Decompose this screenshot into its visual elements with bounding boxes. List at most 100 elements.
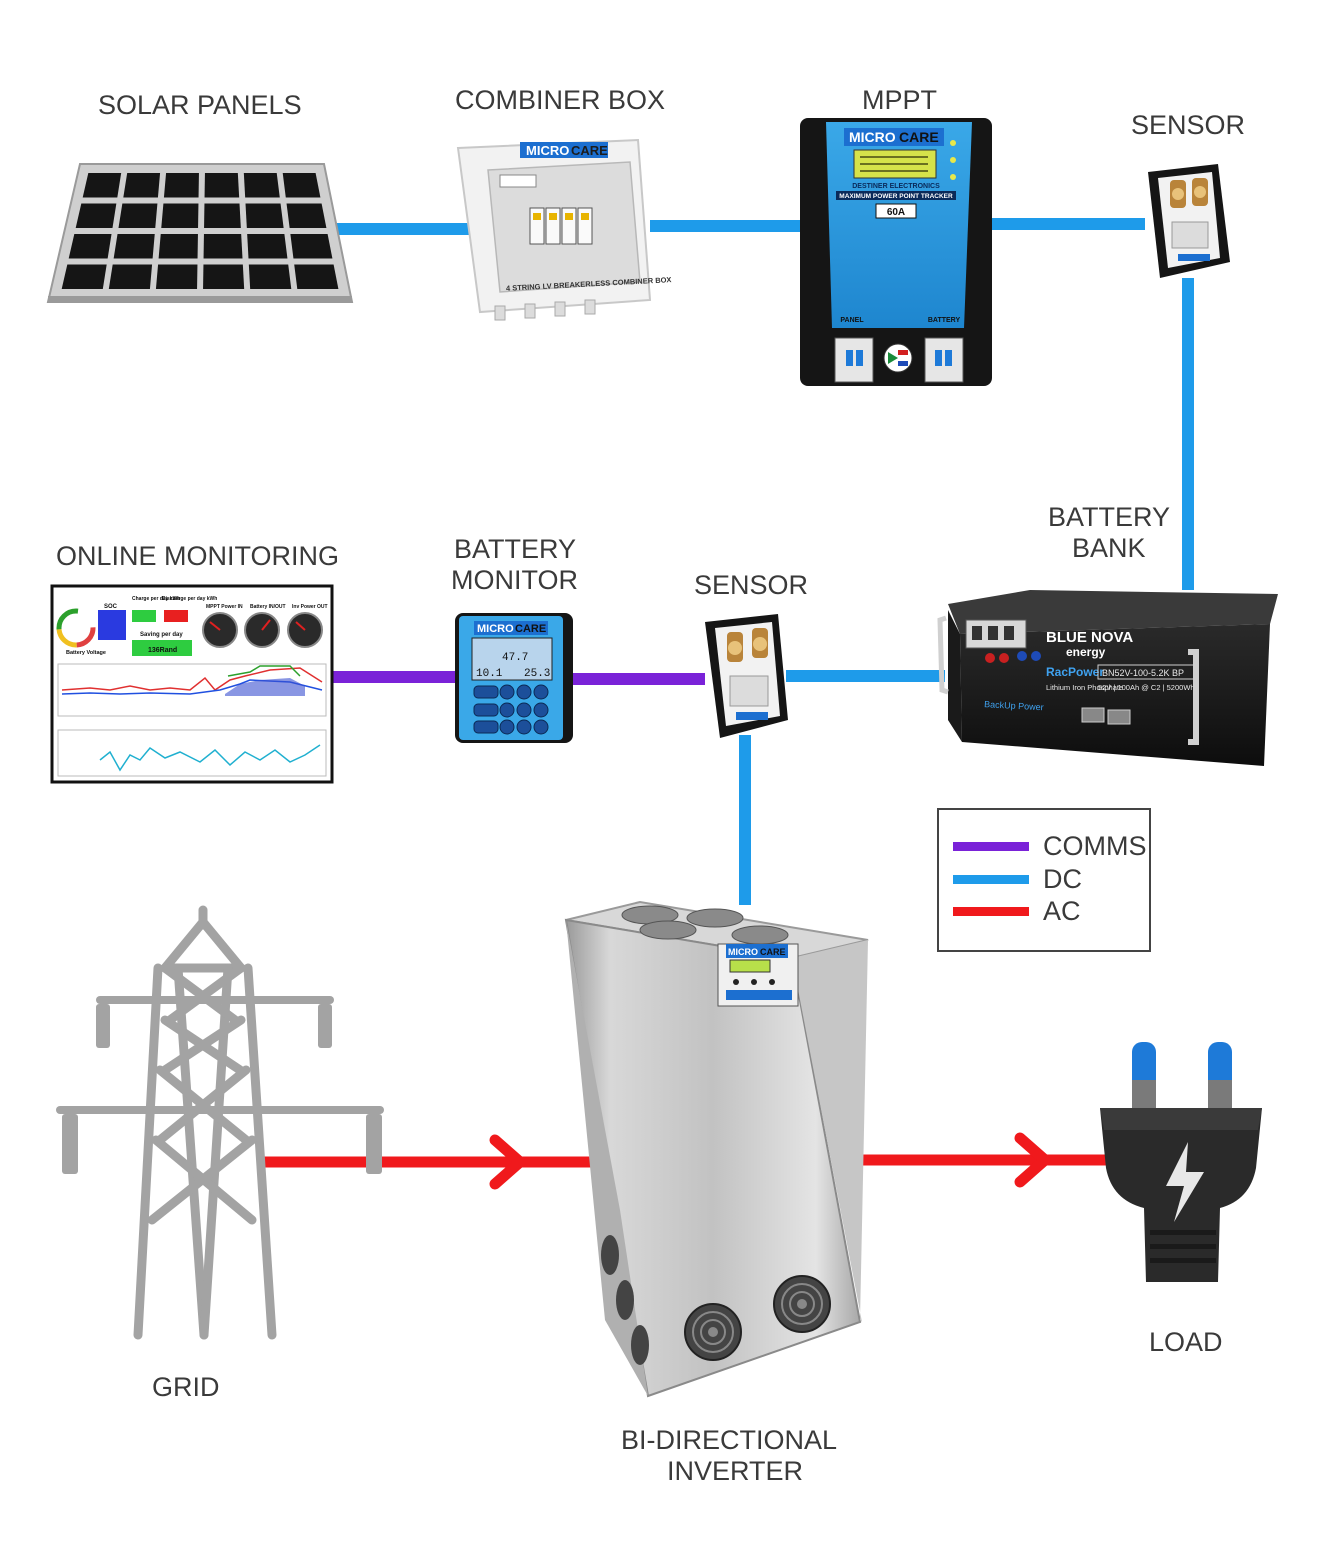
label-solar-panels: SOLAR PANELS: [98, 90, 302, 120]
inverter-fan-front-right: [773, 1275, 831, 1333]
ac-lines: [260, 1132, 1122, 1190]
label-mppt: MPPT: [862, 85, 938, 115]
solar-cell: [203, 264, 245, 289]
label-inverter-1: BI-DIRECTIONAL: [621, 1425, 838, 1455]
mppt-rating: 60A: [887, 207, 905, 218]
battery-chemistry: Lithium Iron Phosphate: [1046, 683, 1123, 692]
comms-lines: [330, 671, 705, 685]
legend-item-dc: DC: [953, 864, 1082, 894]
monitor-button: [516, 702, 532, 718]
legend-swatch-ac: [953, 906, 1029, 916]
monitor-button: [516, 719, 532, 735]
solar-cell: [290, 234, 333, 259]
monitor-button: [499, 719, 515, 735]
sensor-mid-icon: [705, 614, 788, 738]
solar-cell: [204, 203, 241, 228]
battery-monitor-icon: MICRO CARE 47.7 10.1 25.3: [455, 613, 573, 743]
legend-label-ac: AC: [1043, 895, 1081, 926]
inverter-icon: MICRO CARE: [564, 900, 869, 1398]
legend-item-ac: AC: [953, 896, 1081, 926]
solar-cell: [113, 234, 155, 259]
dash-inv: Inv Power OUT: [292, 604, 328, 610]
sensor-top-icon: [1148, 164, 1230, 278]
solar-cell: [161, 203, 199, 228]
dash-charge: Charge per day kWh: [132, 596, 180, 602]
label-online-monitoring: ONLINE MONITORING: [56, 541, 340, 571]
mppt-brand-care: CARE: [899, 129, 939, 145]
combiner-breakers: [529, 207, 593, 245]
dash-discharge: Discharge per day kWh: [162, 596, 217, 602]
solar-cell: [82, 173, 122, 198]
monitor-button: [533, 719, 549, 735]
monitor-button: [533, 702, 549, 718]
solar-cell: [68, 234, 112, 259]
label-sensor-top: SENSOR: [1131, 110, 1246, 140]
monitor-button: [499, 702, 515, 718]
solar-cell: [294, 264, 339, 289]
solar-cell: [123, 173, 161, 198]
battery-brand: BLUE NOVA: [1046, 629, 1133, 646]
dash-saving: Saving per day: [140, 632, 183, 638]
mppt-icon: MICRO CARE DESTINER ELECTRONICS MAXIMUM …: [800, 118, 992, 386]
solar-panel-icon: [46, 163, 354, 303]
monitor-button: [473, 720, 499, 734]
battery-backup: BackUp Power: [984, 699, 1044, 712]
label-sensor-mid: SENSOR: [694, 570, 809, 600]
solar-cell: [204, 173, 240, 198]
monitor-val-3: 25.3: [524, 668, 550, 680]
inverter-brand-care: CARE: [760, 947, 786, 957]
solar-cell: [108, 264, 153, 289]
mppt-maker: DESTINER ELECTRONICS: [852, 183, 940, 190]
inverter-brand-micro: MICRO: [728, 947, 758, 957]
solar-cell: [248, 264, 292, 289]
solar-cell: [158, 234, 198, 259]
solar-cell: [118, 203, 158, 228]
battery-bank-icon: BLUE NOVA energy RacPower BN52V-100-5.2K…: [937, 590, 1278, 766]
legend-label-dc: DC: [1043, 863, 1082, 894]
mppt-caption: MAXIMUM POWER POINT TRACKER: [839, 193, 953, 200]
combiner-box-icon: MICRO CARE 4 STRING LV BREAKERLESS COMBI…: [456, 138, 672, 321]
battery-spec: 52V | 100Ah @ C2 | 5200Wh: [1098, 683, 1195, 692]
monitor-button: [499, 684, 515, 700]
label-inverter-2: INVERTER: [667, 1456, 804, 1486]
label-load: LOAD: [1149, 1327, 1223, 1357]
solar-cell: [247, 234, 288, 259]
grid-pylon-icon: [56, 905, 384, 1340]
combiner-brand-care: CARE: [571, 143, 608, 158]
solar-cell: [61, 264, 107, 289]
solar-cell: [245, 203, 284, 228]
dash-soc: SOC: [104, 604, 118, 610]
solar-cell: [286, 203, 327, 228]
monitor-button: [533, 684, 549, 700]
ac-arrow-load: [1014, 1132, 1051, 1188]
monitor-val-2: 47.7: [502, 652, 528, 664]
legend-swatch-dc: [953, 874, 1029, 884]
label-battery-monitor-1: BATTERY: [454, 534, 577, 564]
monitor-button: [473, 703, 499, 717]
label-combiner-box: COMBINER BOX: [455, 85, 666, 115]
legend-item-comms: COMMS: [953, 831, 1147, 861]
solar-cell: [203, 234, 243, 259]
inverter-fan-front-left: [684, 1303, 742, 1361]
plug-load-icon: [1100, 1042, 1262, 1282]
dash-mppt: MPPT Power IN: [206, 604, 243, 610]
solar-cell: [75, 203, 117, 228]
mppt-panel-label: PANEL: [840, 317, 864, 324]
label-battery-monitor-2: MONITOR: [451, 565, 578, 595]
solar-cell: [243, 173, 280, 198]
dash-battery: Battery IN/OUT: [250, 604, 286, 610]
mppt-battery-label: BATTERY: [928, 317, 961, 324]
combiner-brand-micro: MICRO: [526, 143, 569, 158]
battery-brand-sub: energy: [1066, 645, 1106, 659]
ac-arrow-grid: [489, 1134, 526, 1190]
legend: COMMS DC AC: [937, 808, 1151, 952]
battery-product: RacPower: [1046, 665, 1104, 679]
label-battery-bank-2: BANK: [1072, 533, 1146, 563]
legend-swatch-comms: [953, 841, 1029, 851]
grid-insulators: [62, 1004, 382, 1174]
dc-lines: [335, 218, 1194, 905]
dash-batt-volt: Battery Voltage: [66, 650, 106, 656]
solar-cell: [163, 173, 199, 198]
solar-cell: [155, 264, 198, 289]
